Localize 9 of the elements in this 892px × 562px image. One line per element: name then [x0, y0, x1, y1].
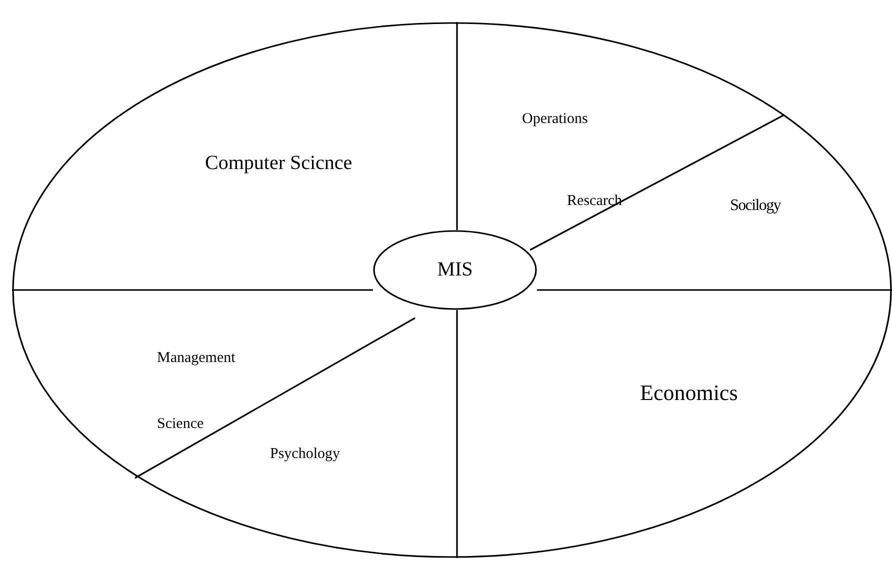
sector-label: Economics — [640, 380, 770, 406]
ellipse-diagram — [12, 22, 892, 558]
sector-label: Management Science — [157, 325, 267, 457]
sector-label: Computer Scicnce — [205, 152, 375, 175]
center-label: MIS — [437, 258, 473, 282]
sector-label: Socilogy — [730, 197, 800, 215]
center-ellipse — [373, 230, 537, 310]
sector-label: Operations Rescarch — [522, 78, 622, 242]
sector-label: Psychology — [270, 446, 365, 463]
